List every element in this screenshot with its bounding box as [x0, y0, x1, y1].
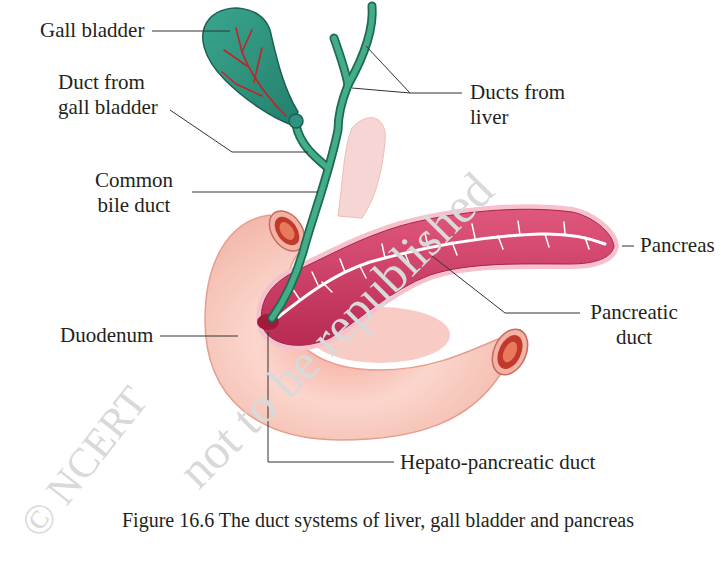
- duodenum-cut-end: [485, 323, 534, 380]
- part-label: Hepato-pancreatic duct: [400, 450, 595, 475]
- figure-caption: Figure 16.6 The duct systems of liver, g…: [40, 508, 716, 533]
- part-label: Gall bladder: [40, 18, 144, 43]
- part-label: Pancreatic duct: [582, 300, 686, 350]
- part-label: Ducts from liver: [470, 80, 586, 130]
- gall-bladder-neck: [289, 114, 303, 128]
- gall-bladder-shape: [203, 8, 298, 125]
- gall-bladder-veins: [222, 28, 286, 116]
- part-label: Duodenum: [60, 323, 153, 348]
- part-label: Pancreas: [640, 233, 715, 258]
- background-vessel: [338, 118, 385, 218]
- part-label: Common bile duct: [80, 168, 188, 218]
- part-label: Duct from gall bladder: [58, 70, 168, 120]
